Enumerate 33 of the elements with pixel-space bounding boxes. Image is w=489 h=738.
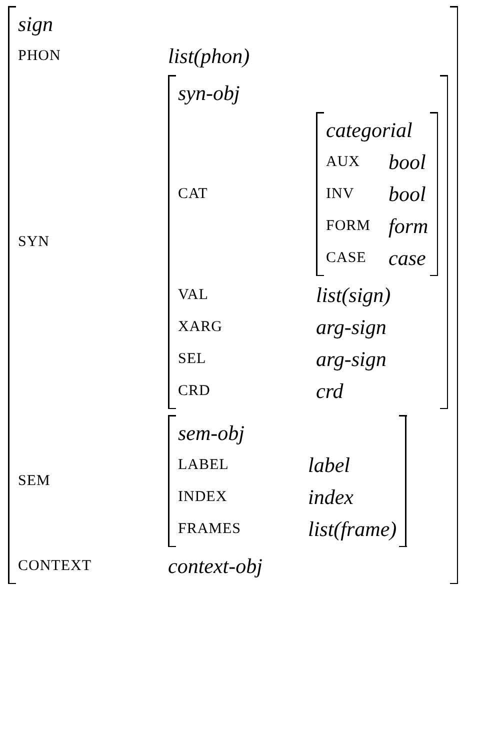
feature-value: label	[308, 452, 350, 479]
feature-value: form	[388, 213, 428, 240]
feature-name: INDEX	[178, 488, 228, 507]
feature-value: bool	[388, 181, 426, 208]
feature-value: list(frame)	[308, 516, 397, 543]
feature-value: bool	[388, 149, 426, 176]
feature-name: LABEL	[178, 456, 229, 475]
feature-name: SEL	[178, 350, 206, 369]
type-label: syn-obj	[178, 80, 240, 107]
feature-name: CRD	[178, 382, 210, 401]
type-label: sign	[18, 11, 54, 38]
feature-value: context-obj	[168, 553, 262, 580]
feature-name: AUX	[326, 153, 360, 172]
feature-name: SYN	[18, 233, 50, 252]
feature-value: crd	[316, 378, 344, 405]
feature-value: arg-sign	[316, 346, 386, 373]
feature-name: VAL	[178, 286, 208, 305]
feature-name: FORM	[326, 217, 371, 236]
feature-value: case	[388, 245, 426, 272]
feature-name: PHON	[18, 47, 61, 66]
feature-name: CASE	[326, 249, 366, 268]
feature-name: CAT	[178, 185, 208, 204]
feature-value: list(sign)	[316, 282, 391, 309]
type-label: sem-obj	[178, 420, 244, 447]
type-label: categorial	[326, 117, 412, 144]
feature-name: INV	[326, 185, 354, 204]
feature-name: XARG	[178, 318, 223, 337]
feature-name: SEM	[18, 472, 50, 491]
feature-value: index	[308, 484, 354, 511]
feature-name: FRAMES	[178, 520, 242, 539]
feature-value: arg-sign	[316, 314, 386, 341]
feature-value: list(phon)	[168, 43, 250, 70]
feature-name: CONTEXT	[18, 557, 92, 576]
